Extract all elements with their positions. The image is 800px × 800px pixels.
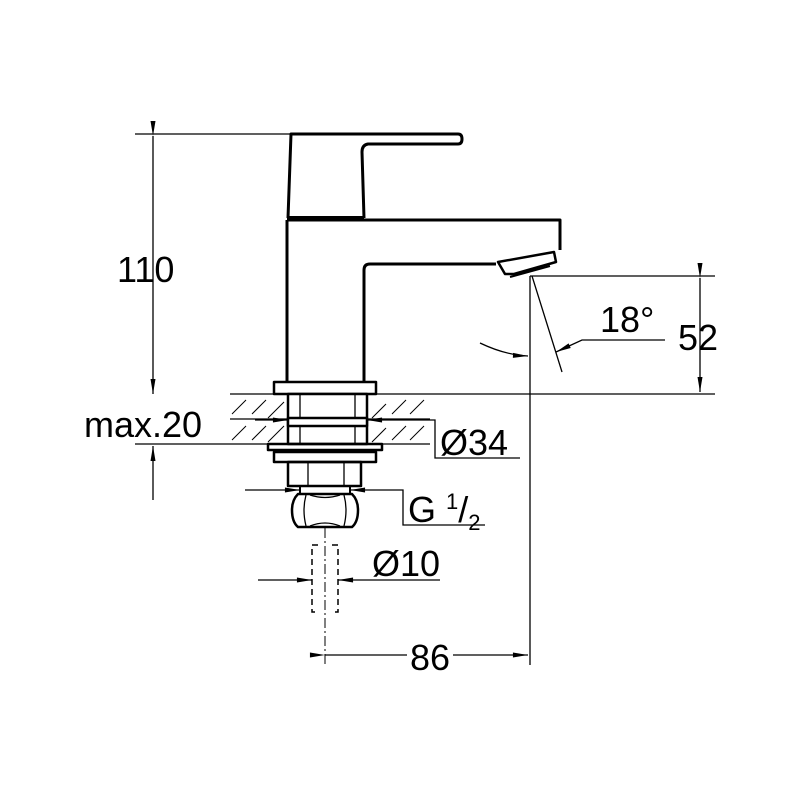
- flange-diameter-label: Ø34: [440, 422, 509, 463]
- hex-nut: [290, 492, 360, 529]
- spout-height-52-label: 52: [678, 317, 719, 358]
- thread-size-label: G 1/2: [408, 489, 481, 536]
- faucet-body: [285, 218, 562, 382]
- angle-18-label: 18°: [600, 299, 655, 340]
- dimension-lines: [135, 120, 715, 665]
- supply-pipe: [311, 528, 339, 665]
- max-deck-thickness-label: max.20: [84, 404, 203, 445]
- thread-prefix: G: [408, 489, 437, 530]
- projection-86-label: 86: [407, 640, 454, 676]
- faucet-handle: [286, 132, 464, 220]
- deck-mounting: [230, 380, 715, 495]
- thread-denominator: 2: [468, 510, 481, 536]
- height-110-label: 110: [117, 249, 175, 290]
- pipe-diameter-label: Ø10: [372, 543, 441, 584]
- thread-numerator: 1: [446, 489, 459, 514]
